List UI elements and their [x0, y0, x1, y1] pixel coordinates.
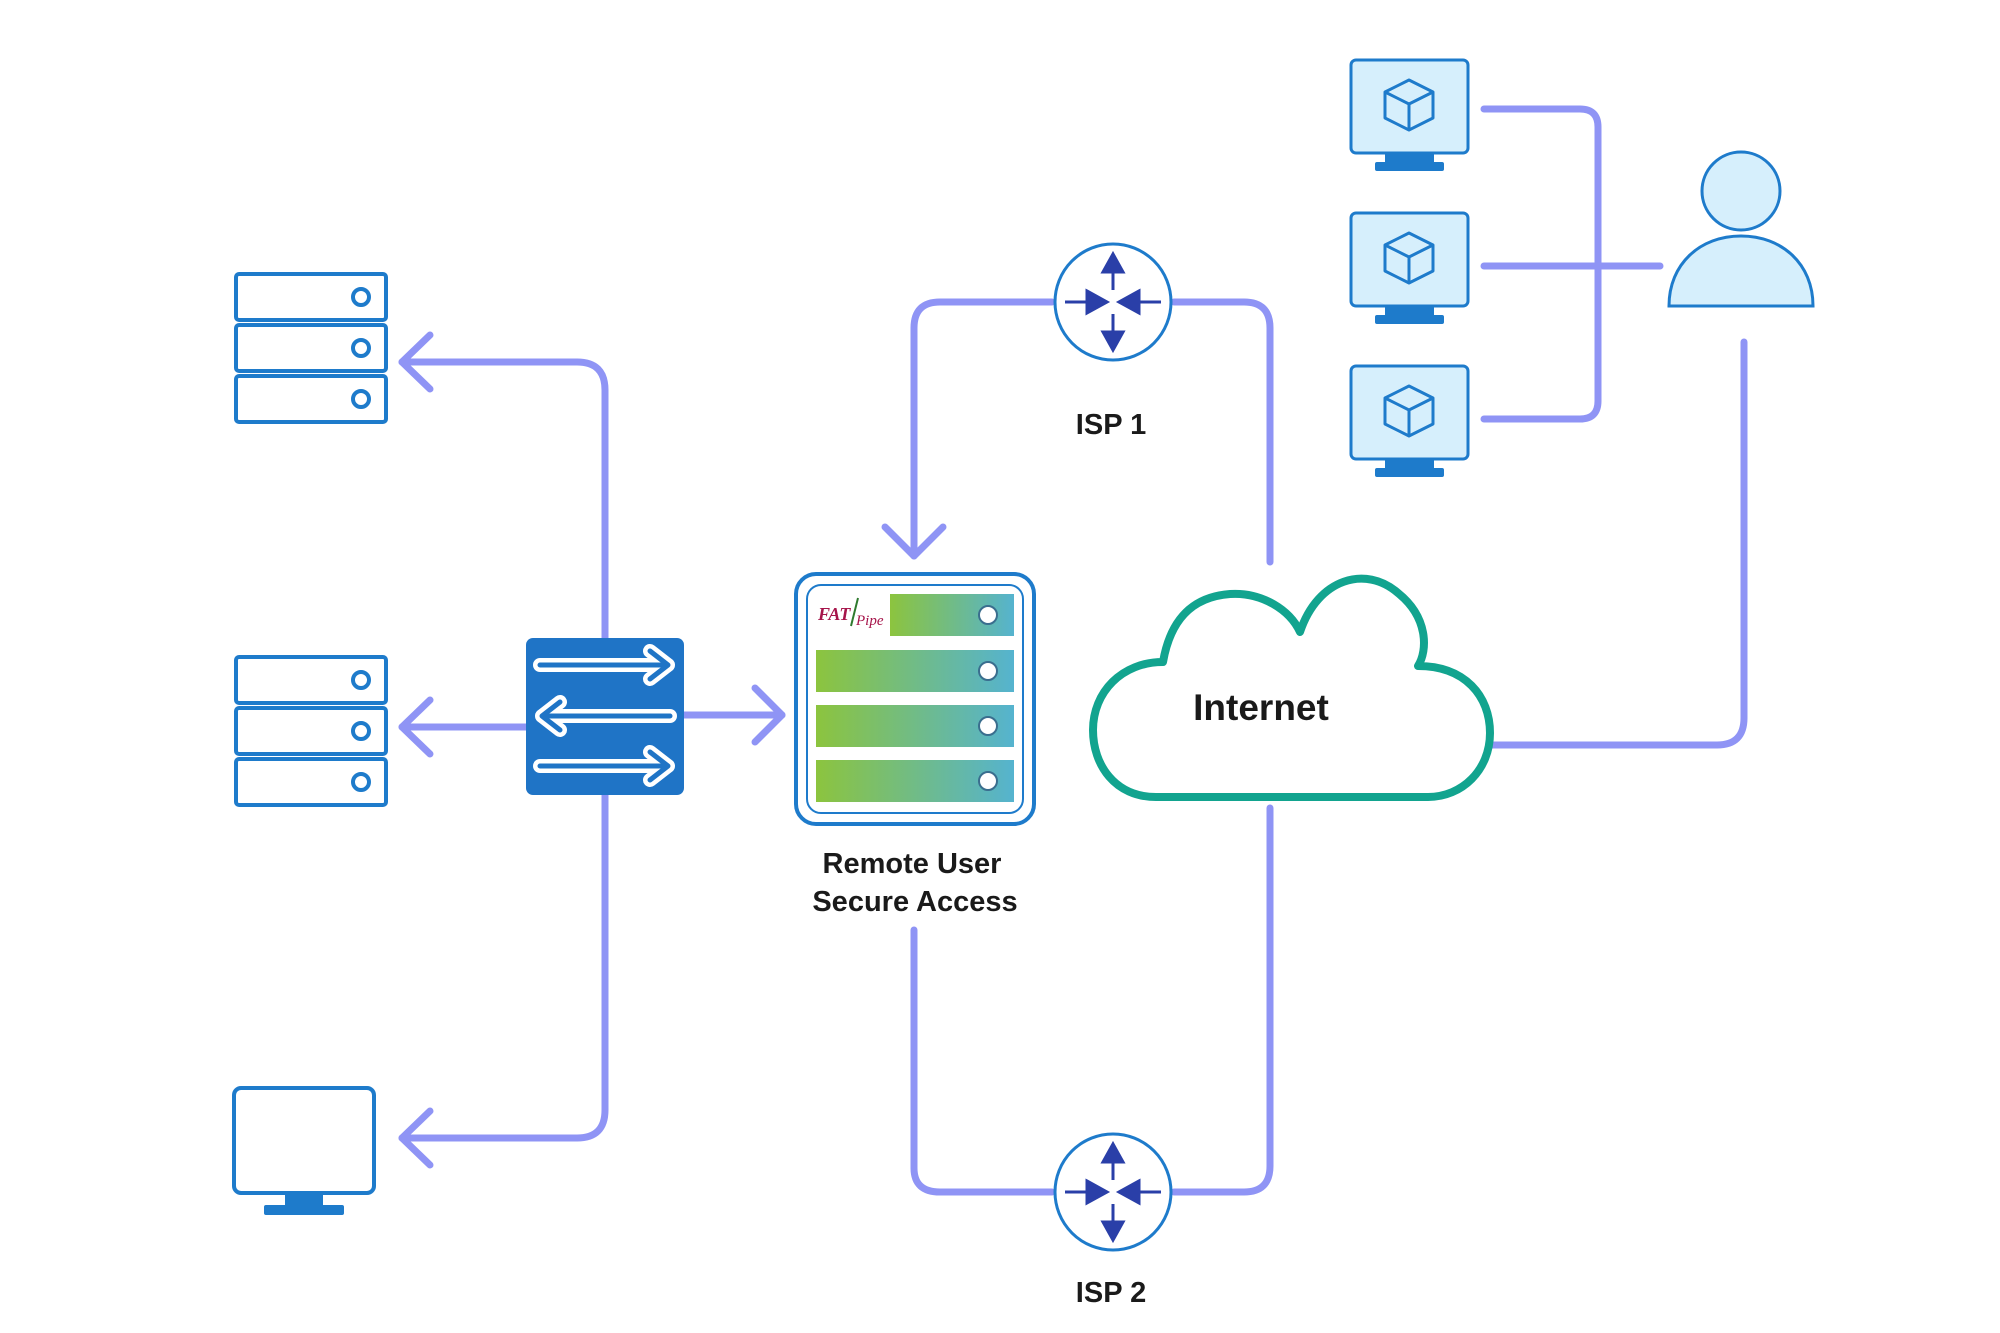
virtual-desktop-icon [1349, 364, 1470, 477]
switch-to-monitor-line [398, 791, 609, 1142]
cloud-icon [1089, 574, 1494, 801]
monitor-icon [232, 1086, 376, 1215]
connectors [398, 105, 1748, 1196]
arrowhead-isp1-appliance [881, 523, 947, 560]
server-stack-icon [234, 655, 388, 807]
fatpipe-logo: FAT Pipe [817, 597, 884, 629]
appliance-label-line2: Secure Access [812, 886, 1017, 918]
virtual-desktop-icon [1349, 211, 1470, 324]
switch-to-server-top-line [398, 358, 609, 642]
user-icon [1667, 150, 1815, 308]
server-stack-icon [234, 272, 388, 424]
router-icon [1053, 242, 1173, 362]
internet-label: Internet [1193, 687, 1329, 728]
svg-text:Pipe: Pipe [855, 613, 884, 629]
appliance-icon: FAT Pipe [794, 572, 1036, 826]
network-switch-icon [526, 638, 684, 795]
isp2-label: ISP 2 [1076, 1277, 1146, 1309]
internet-to-isp1-line [1170, 298, 1274, 566]
arrowhead-appliance [751, 684, 786, 746]
isp1-label: ISP 1 [1076, 409, 1146, 441]
isp2-to-internet-line [1170, 804, 1274, 1196]
router-icon [1053, 1132, 1173, 1252]
svg-text:FAT: FAT [817, 604, 851, 624]
appliance-label-line1: Remote User [823, 848, 1002, 880]
arrowhead-server-top [398, 331, 434, 393]
virtual-desktop-icon [1349, 58, 1470, 171]
isp1-to-appliance-line [910, 298, 1056, 560]
arrowhead-server-middle [398, 696, 434, 758]
arrowhead-monitor [398, 1107, 434, 1169]
appliance-to-isp2-line [910, 926, 1056, 1196]
user-to-internet-line [1444, 338, 1748, 749]
